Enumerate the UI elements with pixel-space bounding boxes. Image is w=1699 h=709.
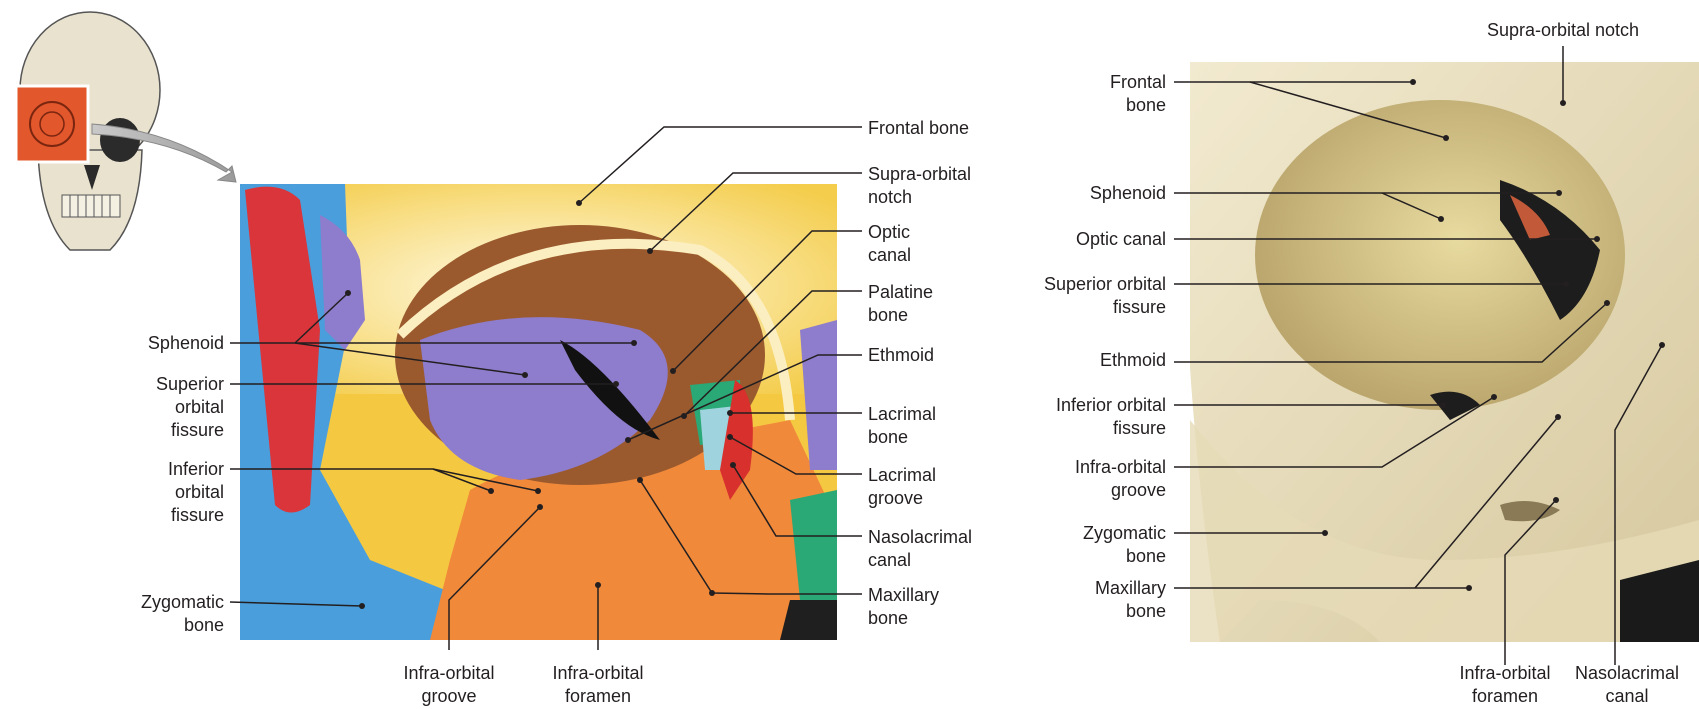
label-right-frontal-bone: Frontal bone bbox=[1110, 71, 1166, 117]
label-right-infraorbital-groove: Infra-orbital groove bbox=[1075, 456, 1166, 502]
left-orbit-illustration bbox=[240, 184, 837, 640]
label-left-infraorbital-foramen: Infra-orbital foramen bbox=[538, 662, 658, 708]
label-left-nasolacrimal-canal: Nasolacrimal canal bbox=[868, 526, 972, 572]
label-right-ethmoid: Ethmoid bbox=[1100, 349, 1166, 372]
label-left-inferior-orbital-fissure: Inferior orbital fissure bbox=[168, 458, 224, 527]
label-left-lacrimal-bone: Lacrimal bone bbox=[868, 403, 936, 449]
label-right-maxillary-bone: Maxillary bone bbox=[1095, 577, 1166, 623]
skull-thumbnail bbox=[0, 8, 236, 273]
label-right-supraorbital-notch: Supra-orbital notch bbox=[1463, 19, 1663, 42]
label-right-zygomatic-bone: Zygomatic bone bbox=[1083, 522, 1166, 568]
label-left-supraorbital-notch: Supra-orbital notch bbox=[868, 163, 971, 209]
label-left-superior-orbital-fissure: Superior orbital fissure bbox=[156, 373, 224, 442]
label-left-frontal-bone: Frontal bone bbox=[868, 117, 969, 140]
label-right-infraorbital-foramen: Infra-orbital foramen bbox=[1445, 662, 1565, 708]
label-right-inferior-orbital-fissure: Inferior orbital fissure bbox=[1056, 394, 1166, 440]
label-left-optic-canal: Optic canal bbox=[868, 221, 911, 267]
label-right-nasolacrimal-canal: Nasolacrimal canal bbox=[1565, 662, 1689, 708]
label-right-superior-orbital-fissure: Superior orbital fissure bbox=[1044, 273, 1166, 319]
label-right-sphenoid: Sphenoid bbox=[1090, 182, 1166, 205]
label-left-palatine-bone: Palatine bone bbox=[868, 281, 933, 327]
label-left-infraorbital-groove: Infra-orbital groove bbox=[389, 662, 509, 708]
label-left-maxillary-bone: Maxillary bone bbox=[868, 584, 939, 630]
label-left-sphenoid: Sphenoid bbox=[148, 332, 224, 355]
label-left-zygomatic-bone: Zygomatic bone bbox=[141, 591, 224, 637]
label-left-ethmoid: Ethmoid bbox=[868, 344, 934, 367]
label-left-lacrimal-groove: Lacrimal groove bbox=[868, 464, 936, 510]
label-right-optic-canal: Optic canal bbox=[1076, 228, 1166, 251]
